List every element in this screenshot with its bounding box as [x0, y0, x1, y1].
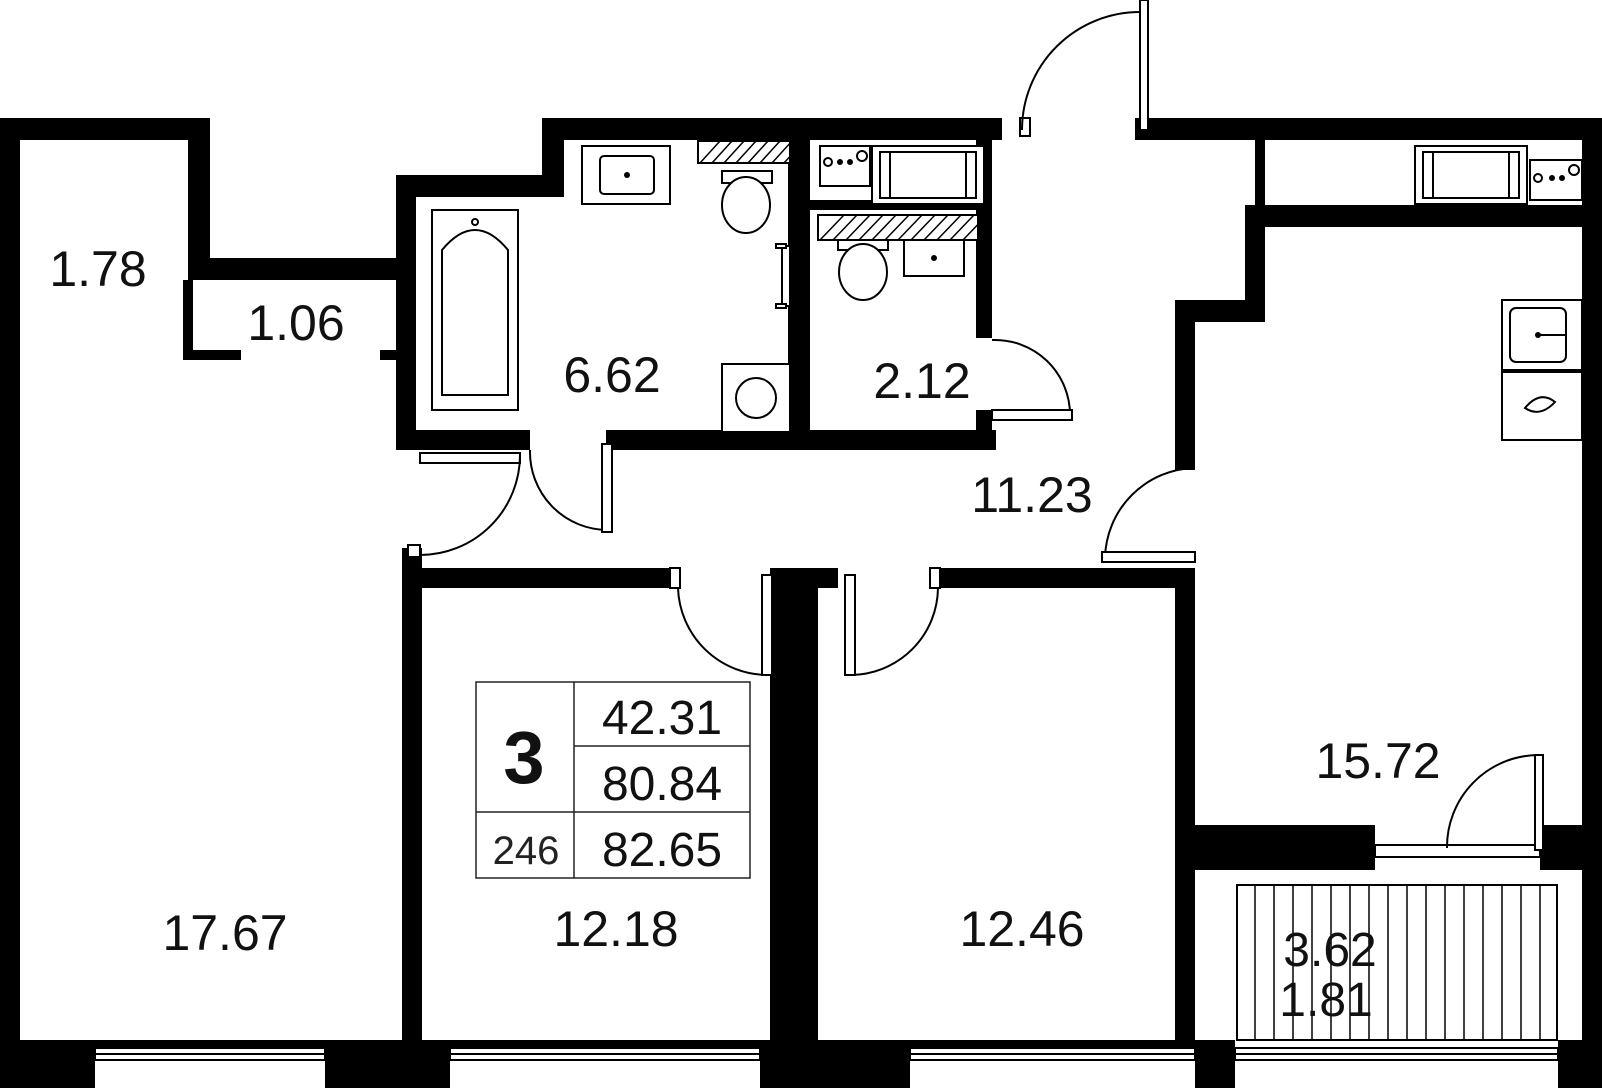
washer-icon — [819, 145, 871, 187]
room-area-balcony: 3.62 — [1283, 924, 1376, 977]
room-count: 3 — [503, 716, 544, 799]
sink-icon — [581, 145, 671, 205]
toilet-icon — [721, 170, 773, 234]
room-area-living-left: 17.67 — [162, 905, 287, 961]
room-area-closet-small: 1.06 — [247, 295, 344, 351]
room-area-bedroom-right: 12.46 — [959, 901, 1084, 957]
room-area-hall: 11.23 — [971, 467, 1092, 523]
washing-machine-icon — [721, 363, 791, 433]
room-area-toilet: 2.12 — [873, 353, 970, 409]
stove-icon — [1501, 371, 1583, 441]
total-area: 80.84 — [602, 758, 722, 811]
faucet-icon — [1529, 159, 1583, 201]
room-area-closet-top-left: 1.78 — [49, 241, 146, 297]
walls — [0, 118, 1602, 1088]
room-labels: 1.78 1.06 6.62 2.12 11.23 17.67 12.18 12… — [49, 241, 1440, 1027]
total-area-with-balcony: 82.65 — [602, 824, 722, 877]
balcony — [1236, 844, 1558, 1041]
bathtub-icon — [431, 209, 519, 411]
apartment-number: 246 — [493, 829, 560, 873]
fixtures — [431, 140, 1583, 441]
room-area-bathroom: 6.62 — [563, 347, 660, 403]
room-area-bedroom-middle: 12.18 — [553, 901, 678, 957]
sink-icon — [903, 239, 965, 277]
toilet-icon — [837, 239, 889, 301]
room-area-kitchen: 15.72 — [1315, 733, 1440, 789]
living-area: 42.31 — [602, 692, 722, 745]
windows — [94, 1047, 1559, 1061]
apartment-summary-badge: 3 42.31 80.84 246 82.65 — [475, 681, 751, 879]
doors — [407, 0, 1544, 851]
room-area-balcony-reduced: 1.81 — [1279, 974, 1372, 1027]
kitchen-sink-icon — [1501, 299, 1583, 371]
